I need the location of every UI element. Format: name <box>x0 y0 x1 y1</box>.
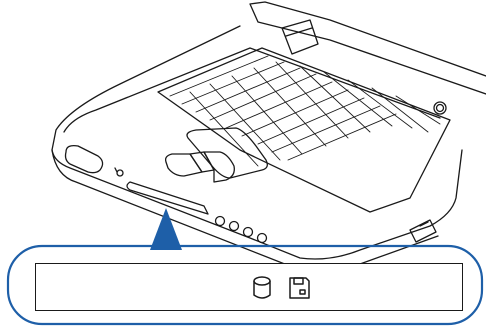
lock-indicator <box>117 170 123 176</box>
touchpad-button-right <box>204 152 234 182</box>
laptop-front-edge <box>52 150 438 272</box>
display-hinge <box>282 20 318 54</box>
keyboard-keys <box>170 56 440 166</box>
callout-arrow <box>150 208 182 250</box>
power-button-inner <box>437 105 444 112</box>
floppy-disk-icon <box>287 275 311 301</box>
status-indicator-slot <box>127 182 208 214</box>
display-lid <box>250 2 486 94</box>
power-button <box>434 102 446 114</box>
front-button-2 <box>230 222 239 231</box>
touchpad-button-left <box>166 154 202 176</box>
hard-disk-cylinder-icon <box>250 275 274 301</box>
front-button-3 <box>244 228 253 237</box>
front-button-4 <box>258 234 267 243</box>
indicator-panel-closeup <box>35 263 463 311</box>
lock-indicator-arc <box>115 168 117 172</box>
front-button-1 <box>216 217 225 226</box>
